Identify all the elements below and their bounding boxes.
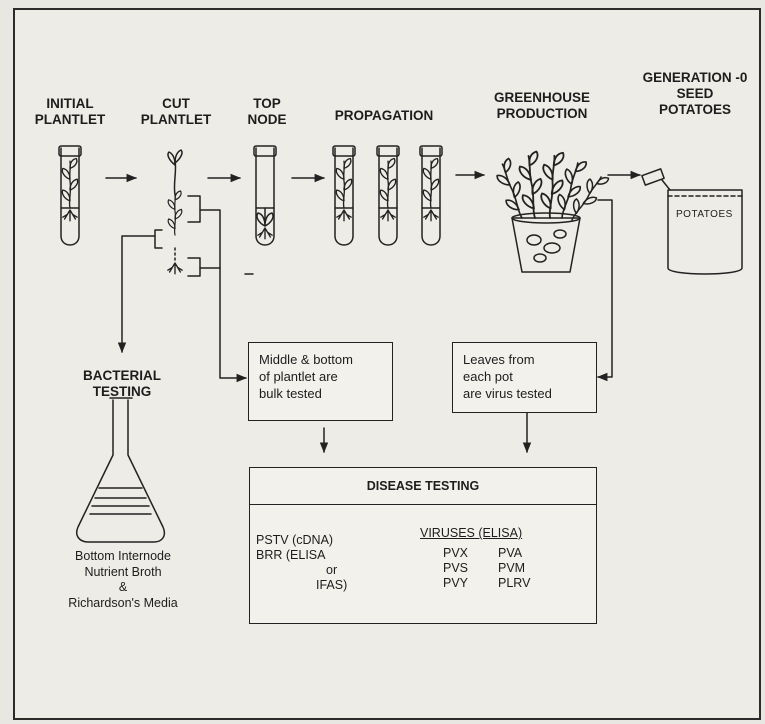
caption-line: Richardson's Media [68, 595, 178, 610]
stage-label-line: BACTERIAL [83, 368, 161, 383]
caption-line: Nutrient Broth [84, 564, 162, 579]
brr-or: or [326, 563, 338, 577]
stage-label-line: TESTING [92, 384, 152, 399]
stage-label-top-node: TOP NODE [240, 96, 294, 128]
brr-test: BRR (ELISA [256, 548, 326, 562]
caption-line: Bottom Internode [75, 549, 171, 563]
stage-label-line: CUT [162, 96, 190, 111]
stage-label-line: SEED [676, 86, 714, 101]
box-line: Middle & bottom [259, 352, 353, 367]
stage-label-line: PLANTLET [34, 112, 106, 127]
bacterial-testing-title: BACTERIAL TESTING [64, 368, 180, 400]
virus-col-1: PVX PVS PVY [443, 546, 468, 591]
propagation-tube-2-icon [376, 145, 400, 246]
leaves-virus-tested-box: Leaves from each pot are virus tested [452, 342, 597, 413]
viruses-title: VIRUSES (ELISA) [420, 526, 523, 540]
initial-plantlet-tube-icon [58, 145, 82, 246]
virus-item: PLRV [498, 576, 531, 590]
bacterial-caption: Bottom Internode Nutrient Broth & Richar… [38, 549, 208, 611]
stage-label-line: TOP [253, 96, 281, 111]
stage-label-line: INITIAL [46, 96, 94, 111]
virus-item: PVS [443, 561, 469, 575]
virus-item: PVM [498, 561, 526, 575]
bag-label: POTATOES [676, 209, 733, 220]
pstv-test: PSTV (cDNA) [256, 533, 334, 547]
stage-label-line: POTATOES [658, 102, 731, 117]
virus-col-2: PVA PVM PLRV [498, 546, 530, 591]
propagation-tube-1-icon [332, 145, 356, 246]
stage-label-propagation: PROPAGATION [318, 108, 450, 124]
box-line: bulk tested [259, 386, 322, 401]
virus-item: PVX [443, 546, 469, 560]
virus-item: PVA [498, 546, 523, 560]
stage-label-cut-plantlet: CUT PLANTLET [136, 96, 216, 128]
propagation-tube-3-icon [419, 145, 443, 246]
box-line: of plantlet are [259, 369, 338, 384]
greenhouse-pot-icon [491, 150, 611, 273]
flask-icon [76, 397, 166, 543]
stage-label-line: PLANTLET [140, 112, 212, 127]
cut-plantlet-icon [154, 149, 201, 277]
seed-potato-bag-icon [641, 168, 743, 275]
box-line: Leaves from [463, 352, 535, 367]
top-node-tube-icon [244, 145, 277, 275]
brr-ifas: IFAS) [316, 578, 348, 592]
stage-label-line: GREENHOUSE [493, 90, 591, 105]
process-arrows [105, 170, 642, 183]
stage-label-line: PRODUCTION [496, 106, 588, 121]
box-line: are virus tested [463, 386, 552, 401]
disease-testing-title: DISEASE TESTING [250, 468, 596, 505]
disease-testing-box: DISEASE TESTING PSTV (cDNA) BRR (ELISA o… [249, 467, 597, 624]
stage-label-initial-plantlet: INITIAL PLANTLET [30, 96, 110, 128]
stage-label-greenhouse: GREENHOUSE PRODUCTION [478, 90, 606, 122]
stage-label-line: NODE [247, 112, 287, 127]
stage-label-line: GENERATION -0 [642, 70, 748, 85]
virus-item: PVY [443, 576, 469, 590]
caption-line: & [118, 580, 128, 594]
stage-label-line: PROPAGATION [334, 108, 434, 123]
bulk-tested-box: Middle & bottom of plantlet are bulk tes… [248, 342, 393, 421]
box-line: each pot [463, 369, 513, 384]
stage-label-generation: GENERATION -0 SEED POTATOES [628, 70, 762, 118]
